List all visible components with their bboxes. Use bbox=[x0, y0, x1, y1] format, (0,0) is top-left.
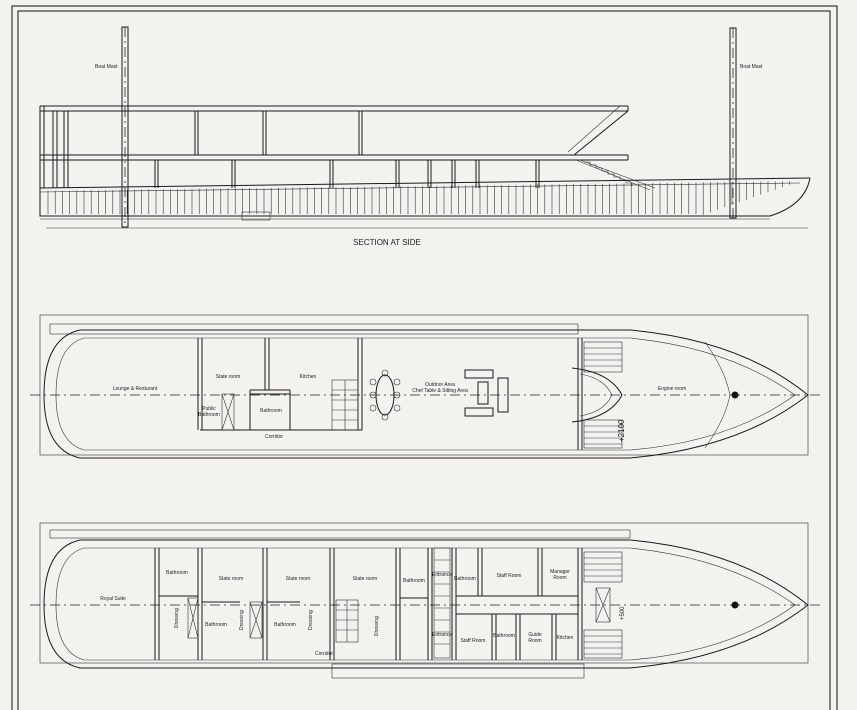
room-public-bath-1: Public bbox=[202, 406, 216, 412]
mast-label-left: Boat Mast bbox=[95, 64, 118, 70]
room-staff-room-2: Staff Room bbox=[461, 638, 486, 644]
section-title: SECTION AT SIDE bbox=[353, 238, 421, 247]
level-mark-upper: +2100 bbox=[617, 419, 626, 442]
room-royal-suite: Royal Suite bbox=[100, 596, 126, 602]
room-state-room-3: State room bbox=[353, 576, 377, 582]
room-public-bath-2: Bathroom bbox=[198, 412, 220, 418]
room-dressing-4: Dressing bbox=[374, 616, 380, 636]
area-outdoor-1: Outdoor Area bbox=[425, 382, 455, 388]
corridor-lower: Corridor bbox=[315, 651, 333, 657]
room-state-room: State room bbox=[216, 374, 240, 380]
room-staff-room-1: Staff Room bbox=[497, 573, 522, 579]
room-kitchen: Kitchen bbox=[300, 374, 317, 380]
room-guide-2: Room bbox=[528, 638, 541, 644]
room-bathroom-5: Bathroom bbox=[454, 576, 476, 582]
corridor-upper: Corridor bbox=[265, 434, 283, 440]
upper-deck-plan: Lounge & Resturant State room Kitchen Pu… bbox=[30, 314, 820, 459]
room-bathroom-6: Bathroom bbox=[493, 633, 515, 639]
upper-hull-outline bbox=[43, 329, 809, 459]
room-bathroom: Bathroom bbox=[260, 408, 282, 414]
section-at-side: Boat Mast Boat Mast bbox=[39, 26, 811, 247]
area-entrance-1: Entrance bbox=[432, 572, 452, 578]
room-bathroom-1: Bathroom bbox=[166, 570, 188, 576]
room-guide-1: Guide bbox=[528, 632, 542, 638]
area-entrance-2: Entrance bbox=[432, 632, 452, 638]
mast-label-right: Boat Mast bbox=[740, 64, 763, 70]
room-lounge: Lounge & Resturant bbox=[113, 386, 158, 392]
lower-hull-outline bbox=[43, 539, 809, 669]
room-state-room-2: State room bbox=[286, 576, 310, 582]
room-kitchen-lower: Kitchen bbox=[557, 635, 574, 641]
room-dressing-3: Dressing bbox=[308, 610, 314, 630]
sheet-border-outer bbox=[11, 5, 838, 710]
room-manager-2: Room bbox=[553, 575, 566, 581]
level-mark-lower: +500 bbox=[620, 606, 626, 620]
area-outdoor-2: Chef Table & Sitting Area bbox=[412, 388, 468, 394]
room-engine: Engine room bbox=[658, 386, 686, 392]
room-dressing-2: Dressing bbox=[239, 610, 245, 630]
lower-deck-plan: Royal Suite Bathroom State room State ro… bbox=[30, 522, 820, 679]
room-state-room-1: State room bbox=[219, 576, 243, 582]
room-bathroom-4: Bathroom bbox=[403, 578, 425, 584]
room-bathroom-3: Bathroom bbox=[274, 622, 296, 628]
room-dressing-1: Dressing bbox=[174, 608, 180, 628]
room-bathroom-2: Bathroom bbox=[205, 622, 227, 628]
room-manager-1: Manager bbox=[550, 569, 570, 575]
sheet-border-inner bbox=[17, 10, 831, 710]
